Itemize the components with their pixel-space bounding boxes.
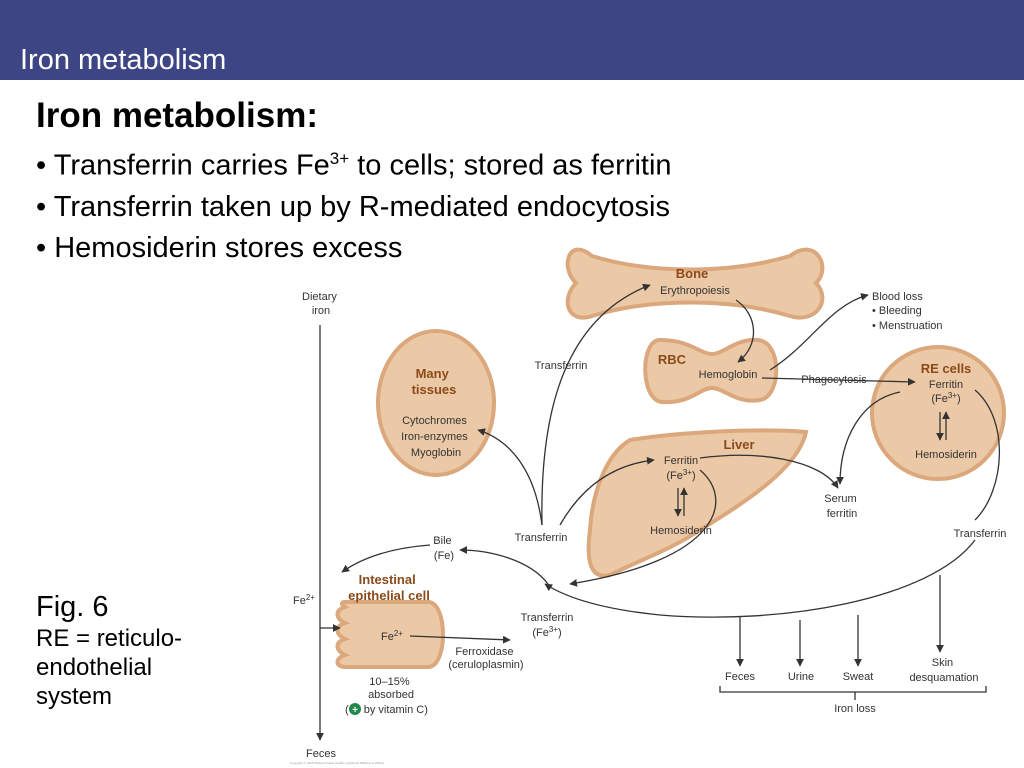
- many-tissues-items: Cytochromes Iron-enzymes Myoglobin: [401, 415, 471, 459]
- transferrin-upper-label: Transferrin: [535, 360, 588, 372]
- intestinal-title: Intestinal epithelial cell: [348, 572, 430, 603]
- transferrin-to-bone-arrow: [541, 283, 651, 526]
- liver-to-transferrin-arrow: [569, 469, 717, 587]
- re-hemosiderin-label: Hemosiderin: [915, 449, 977, 461]
- iron-loss-bracket: [719, 686, 987, 693]
- figure-label: Fig. 6: [36, 591, 109, 623]
- absorbed-label: 10–15% absorbed: [368, 676, 414, 701]
- slide-title: Iron metabolism: [20, 44, 227, 76]
- liver-ferritin-label: Ferritin: [664, 455, 698, 467]
- blood-loss-label: Blood loss • Bleeding • Menstruation: [872, 291, 943, 332]
- intestinal-cell-shape: [335, 600, 445, 669]
- title-bar: Iron metabolism: [0, 0, 1024, 80]
- re-cells-shape: [870, 345, 1006, 481]
- figure-caption: Fig. 6 RE = reticulo-endothelial system: [36, 590, 221, 711]
- re-to-transferrin-arrow: [974, 389, 1001, 521]
- enterocyte-to-transferrin-arrow: [409, 635, 511, 644]
- bile-to-intestine-arrow: [341, 544, 431, 573]
- bone-shape: [565, 247, 825, 320]
- many-tissues-shape: [376, 329, 496, 477]
- plus-sign: +: [352, 705, 358, 716]
- transferrin-lower-label: Transferrin: [521, 612, 574, 624]
- feces-loss-label: Feces: [725, 671, 755, 683]
- bullet-item: • Hemosiderin stores excess: [36, 231, 403, 264]
- ferroxidase-label: Ferroxidase (ceruloplasmin): [448, 646, 523, 671]
- liver-hemosiderin-label: Hemosiderin: [650, 525, 712, 537]
- liver-fe3-label: (Fe3+): [666, 468, 695, 482]
- many-tissues-title: Many tissues: [412, 366, 457, 397]
- bone-title: Bone: [676, 266, 709, 281]
- fe2-left-label: Fe2+: [293, 593, 315, 607]
- skin-loss-label: Skin desquamation: [909, 657, 978, 684]
- transferrin-loop-arrow: [544, 539, 976, 618]
- liver-shape: [586, 428, 809, 578]
- re-fe3-label: (Fe3+): [931, 391, 960, 405]
- transferrin-to-tissues-arrow: [477, 428, 543, 526]
- rbc-title: RBC: [658, 352, 687, 367]
- dietary-iron-label: Dietary iron: [302, 291, 340, 317]
- bile-label: Bile (Fe): [433, 535, 454, 562]
- re-ferritin-label: Ferritin: [929, 379, 963, 391]
- vitamin-c-label: ( by vitamin C): [345, 704, 428, 716]
- hemoglobin-label: Hemoglobin: [699, 369, 758, 381]
- intestinal-fe2-label: Fe2+: [381, 629, 403, 643]
- flow-arrows: [316, 283, 1001, 741]
- erythropoiesis-label: Erythropoiesis: [660, 285, 730, 297]
- feces-bottom-label: Feces: [306, 748, 336, 760]
- copyright-text: Copyright © 2008 Wolters Kluwer Health |…: [290, 761, 385, 765]
- bone-to-rbc-arrow: [735, 299, 755, 363]
- transferrin-to-bile-arrow: [459, 546, 549, 585]
- re-cells-title: RE cells: [921, 361, 972, 376]
- sweat-loss-label: Sweat: [843, 671, 874, 683]
- bullet-item: • Transferrin taken up by R-mediated end…: [36, 190, 670, 223]
- liver-ferritin-to-serum-arrow: [699, 454, 839, 489]
- serum-ferritin-label: Serum ferritin: [824, 493, 859, 520]
- transferrin-lower-fe3-label: (Fe3+): [532, 625, 561, 639]
- bullet-item: • Transferrin carries Fe3+ to cells; sto…: [36, 149, 672, 182]
- phagocytosis-arrow: [761, 377, 916, 386]
- content-heading: Iron metabolism:: [36, 96, 318, 135]
- transferrin-mid-label: Transferrin: [515, 532, 568, 544]
- iron-metabolism-diagram: Dietary iron Bone Erythropoiesis RBC Hem…: [290, 247, 1007, 765]
- iron-loss-label: Iron loss: [834, 703, 876, 715]
- rbc-to-blood-loss-arrow: [769, 293, 869, 371]
- re-ferritin-to-serum-arrow: [836, 391, 901, 485]
- transferrin-right-label: Transferrin: [954, 528, 1007, 540]
- urine-loss-label: Urine: [788, 671, 814, 683]
- phagocytosis-label: Phagocytosis: [801, 374, 867, 386]
- transferrin-to-liver-arrow: [559, 456, 655, 526]
- content-block: Iron metabolism: • Transferrin carries F…: [36, 96, 672, 269]
- plus-icon: [349, 703, 361, 715]
- figure-note: RE = reticulo-endothelial system: [36, 625, 183, 710]
- liver-title: Liver: [723, 437, 754, 452]
